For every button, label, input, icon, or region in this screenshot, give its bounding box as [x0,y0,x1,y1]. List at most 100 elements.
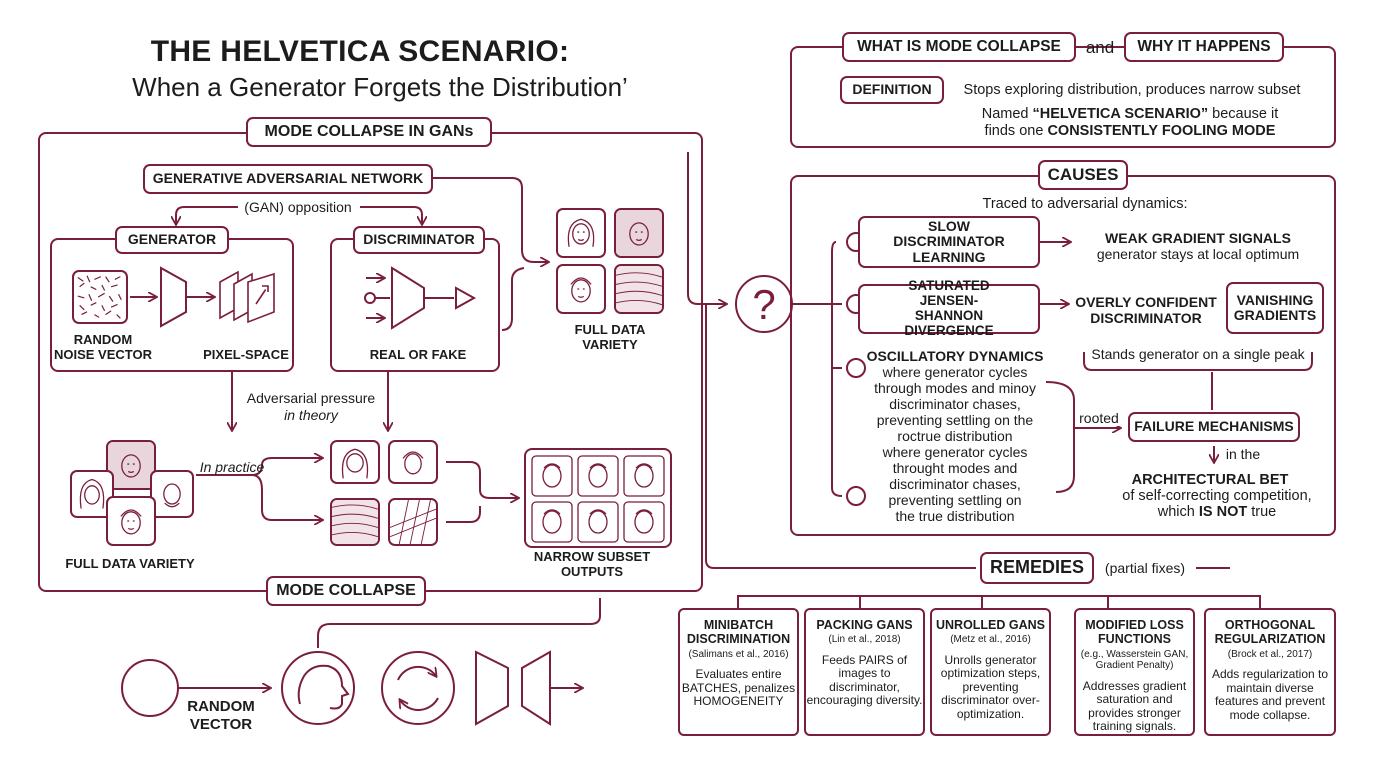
what-is-title: WHAT IS MODE COLLAPSE [842,32,1076,62]
remedy-cite: (Salimans et al., 2016) [688,648,789,660]
named-bold: “HELVETICA SCENARIO” [1032,106,1209,122]
osc-line: where generator cycles [882,364,1028,380]
bet-line2: of self-correcting competition, [1122,488,1312,504]
failure-mechanisms-box: FAILURE MECHANISMS [1128,412,1300,442]
discriminator-title: DISCRIMINATOR [353,226,485,254]
remedy-desc: Feeds PAIRS of images to discriminator, … [806,652,923,708]
named-suffix: because it [1208,106,1279,122]
definition-text: Stops exploring distribution, produces n… [963,82,1301,98]
adversarial-line1: Adversarial pressure [246,390,376,406]
osc-line: the true distribution [895,508,1015,524]
stands-text: Stands generator on a single peak [1091,346,1305,362]
and-connector: and [1085,38,1115,57]
in-the-label: in the [1225,446,1261,462]
remedy-desc: Addresses gradient saturation and provid… [1082,678,1187,734]
remedy-minibatch: MINIBATCH DISCRIMINATION (Salimans et al… [678,608,799,736]
architectural-bet: ARCHITECTURAL BET [1131,472,1289,488]
cause1-box: SLOW DISCRIMINATOR LEARNING [858,216,1040,268]
gan-label: GENERATIVE ADVERSARIAL NETWORK [143,164,433,194]
bet-line3-prefix: which [1157,504,1199,520]
texture-thumbnail [614,264,664,314]
effect2-title: OVERLY CONFIDENT DISCRIMINATOR [1075,294,1217,327]
osc-line: discriminator chases, [889,396,1021,412]
osc-line: discriminator chases, [889,476,1021,492]
named-line: Named “HELVETICA SCENARIO” because it [940,106,1320,123]
generator-title: GENERATOR [115,226,229,254]
remedy-title: MODIFIED LOSS FUNCTIONS [1085,618,1184,647]
finds-line: finds one CONSISTENTLY FOOLING MODE [940,123,1320,140]
effect1-title: WEAK GRADIENT SIGNALS [1105,230,1291,246]
left-panel-header: MODE COLLAPSE IN GANs [246,117,492,147]
narrow-subset-box [524,448,672,548]
remedy-modified-loss: MODIFIED LOSS FUNCTIONS (e.g., Wasserste… [1074,608,1195,736]
osc-node-top [846,358,866,378]
cluster-face-right [150,470,194,518]
mid-texture-1 [330,498,380,546]
opposition-label: (GAN) opposition [244,199,352,215]
osc-line: throught modes and [892,460,1018,476]
full-variety-bottom-label: FULL DATA VARIETY [65,556,195,571]
noise-label-line1: RANDOM [73,332,133,347]
rooted-label: rooted [1076,410,1122,427]
remedy-cite: (Lin et al., 2018) [828,634,901,646]
question-mark-icon: ? [752,281,775,328]
face-thumbnail-1 [556,208,606,258]
remedies-note: (partial fixes) [1104,560,1186,576]
osc-title: OSCILLATORY DYNAMICS [866,348,1044,364]
pixel-space-label: PIXEL-SPACE [203,347,289,362]
bet-line3: which IS NOT true [1124,504,1310,521]
osc-line: where generator cycles [882,444,1028,460]
remedy-title: PACKING GANS [816,618,913,632]
osc-line: roctrue distribution [897,428,1013,444]
osc-line: through modes and minoy [874,380,1036,396]
face-thumbnail-2 [614,208,664,258]
noise-vector-icon [72,270,128,324]
osc-node-bottom [846,486,866,506]
random-vector-line1: RANDOM [187,698,255,715]
remedies-title: REMEDIES [980,552,1094,584]
finds-prefix: finds one [984,123,1048,139]
in-practice-label: In practice [199,459,265,475]
definition-label: DEFINITION [840,76,944,104]
causes-title: CAUSES [1038,160,1128,190]
remedy-desc: Unrolls generator optimization steps, pr… [940,652,1041,721]
effect1-text: generator stays at local optimum [1096,246,1300,262]
pixel-space-icon [216,268,278,326]
remedy-title: UNROLLED GANS [935,618,1046,632]
causes-intro: Traced to adversarial dynamics: [982,196,1188,212]
remedy-title: MINIBATCH DISCRIMINATION [686,618,791,647]
noise-label-line2: NOISE VECTOR [53,347,152,362]
cluster-face-bottom [106,496,156,546]
remedy-cite: (Metz et al., 2016) [950,634,1031,646]
remedy-title: ORTHOGONAL REGULARIZATION [1214,618,1326,647]
bet-line3-bold: IS NOT [1198,504,1248,520]
why-it-happens-title: WHY IT HAPPENS [1124,32,1284,62]
cause2-box: SATURATED JENSEN-SHANNON DIVERGENCE [858,278,1040,338]
bet-line3-suffix: true [1247,504,1277,520]
mid-face-2 [388,440,438,484]
remedy-desc: Evaluates entire BATCHES, penalizes HOMO… [681,667,796,709]
cluster-face-top [106,440,156,490]
random-vector-line2: VECTOR [189,716,253,733]
page-subtitle: When a Generator Forgets the Distributio… [132,72,628,102]
remedy-cite: (Brock et al., 2017) [1227,648,1313,660]
narrow-subset-label: NARROW SUBSET OUTPUTS [533,549,651,580]
face-thumbnail-3 [556,264,606,314]
input-node-icon [364,292,376,304]
named-prefix: Named [981,106,1033,122]
page-title: THE HELVETICA SCENARIO: [150,35,570,68]
narrow-subset-faces [530,454,668,544]
osc-line: preventing settling on [888,492,1022,508]
remedy-unrolled: UNROLLED GANS (Metz et al., 2016) Unroll… [930,608,1051,736]
mid-face-1 [330,440,380,484]
remedy-cite: (e.g., Wasserstein GAN, Gradient Penalty… [1080,648,1189,672]
mode-collapse-footer: MODE COLLAPSE [266,576,426,606]
osc-lines: where generator cycles through modes and… [858,364,1052,524]
real-or-fake-label: REAL OR FAKE [369,347,467,362]
mid-texture-2 [388,498,438,546]
finds-bold: CONSISTENTLY FOOLING MODE [1047,123,1276,139]
remedy-packing: PACKING GANS (Lin et al., 2018) Feeds PA… [804,608,925,736]
remedy-orthogonal: ORTHOGONAL REGULARIZATION (Brock et al.,… [1204,608,1336,736]
remedy-desc: Adds regularization to maintain diverse … [1211,667,1329,722]
